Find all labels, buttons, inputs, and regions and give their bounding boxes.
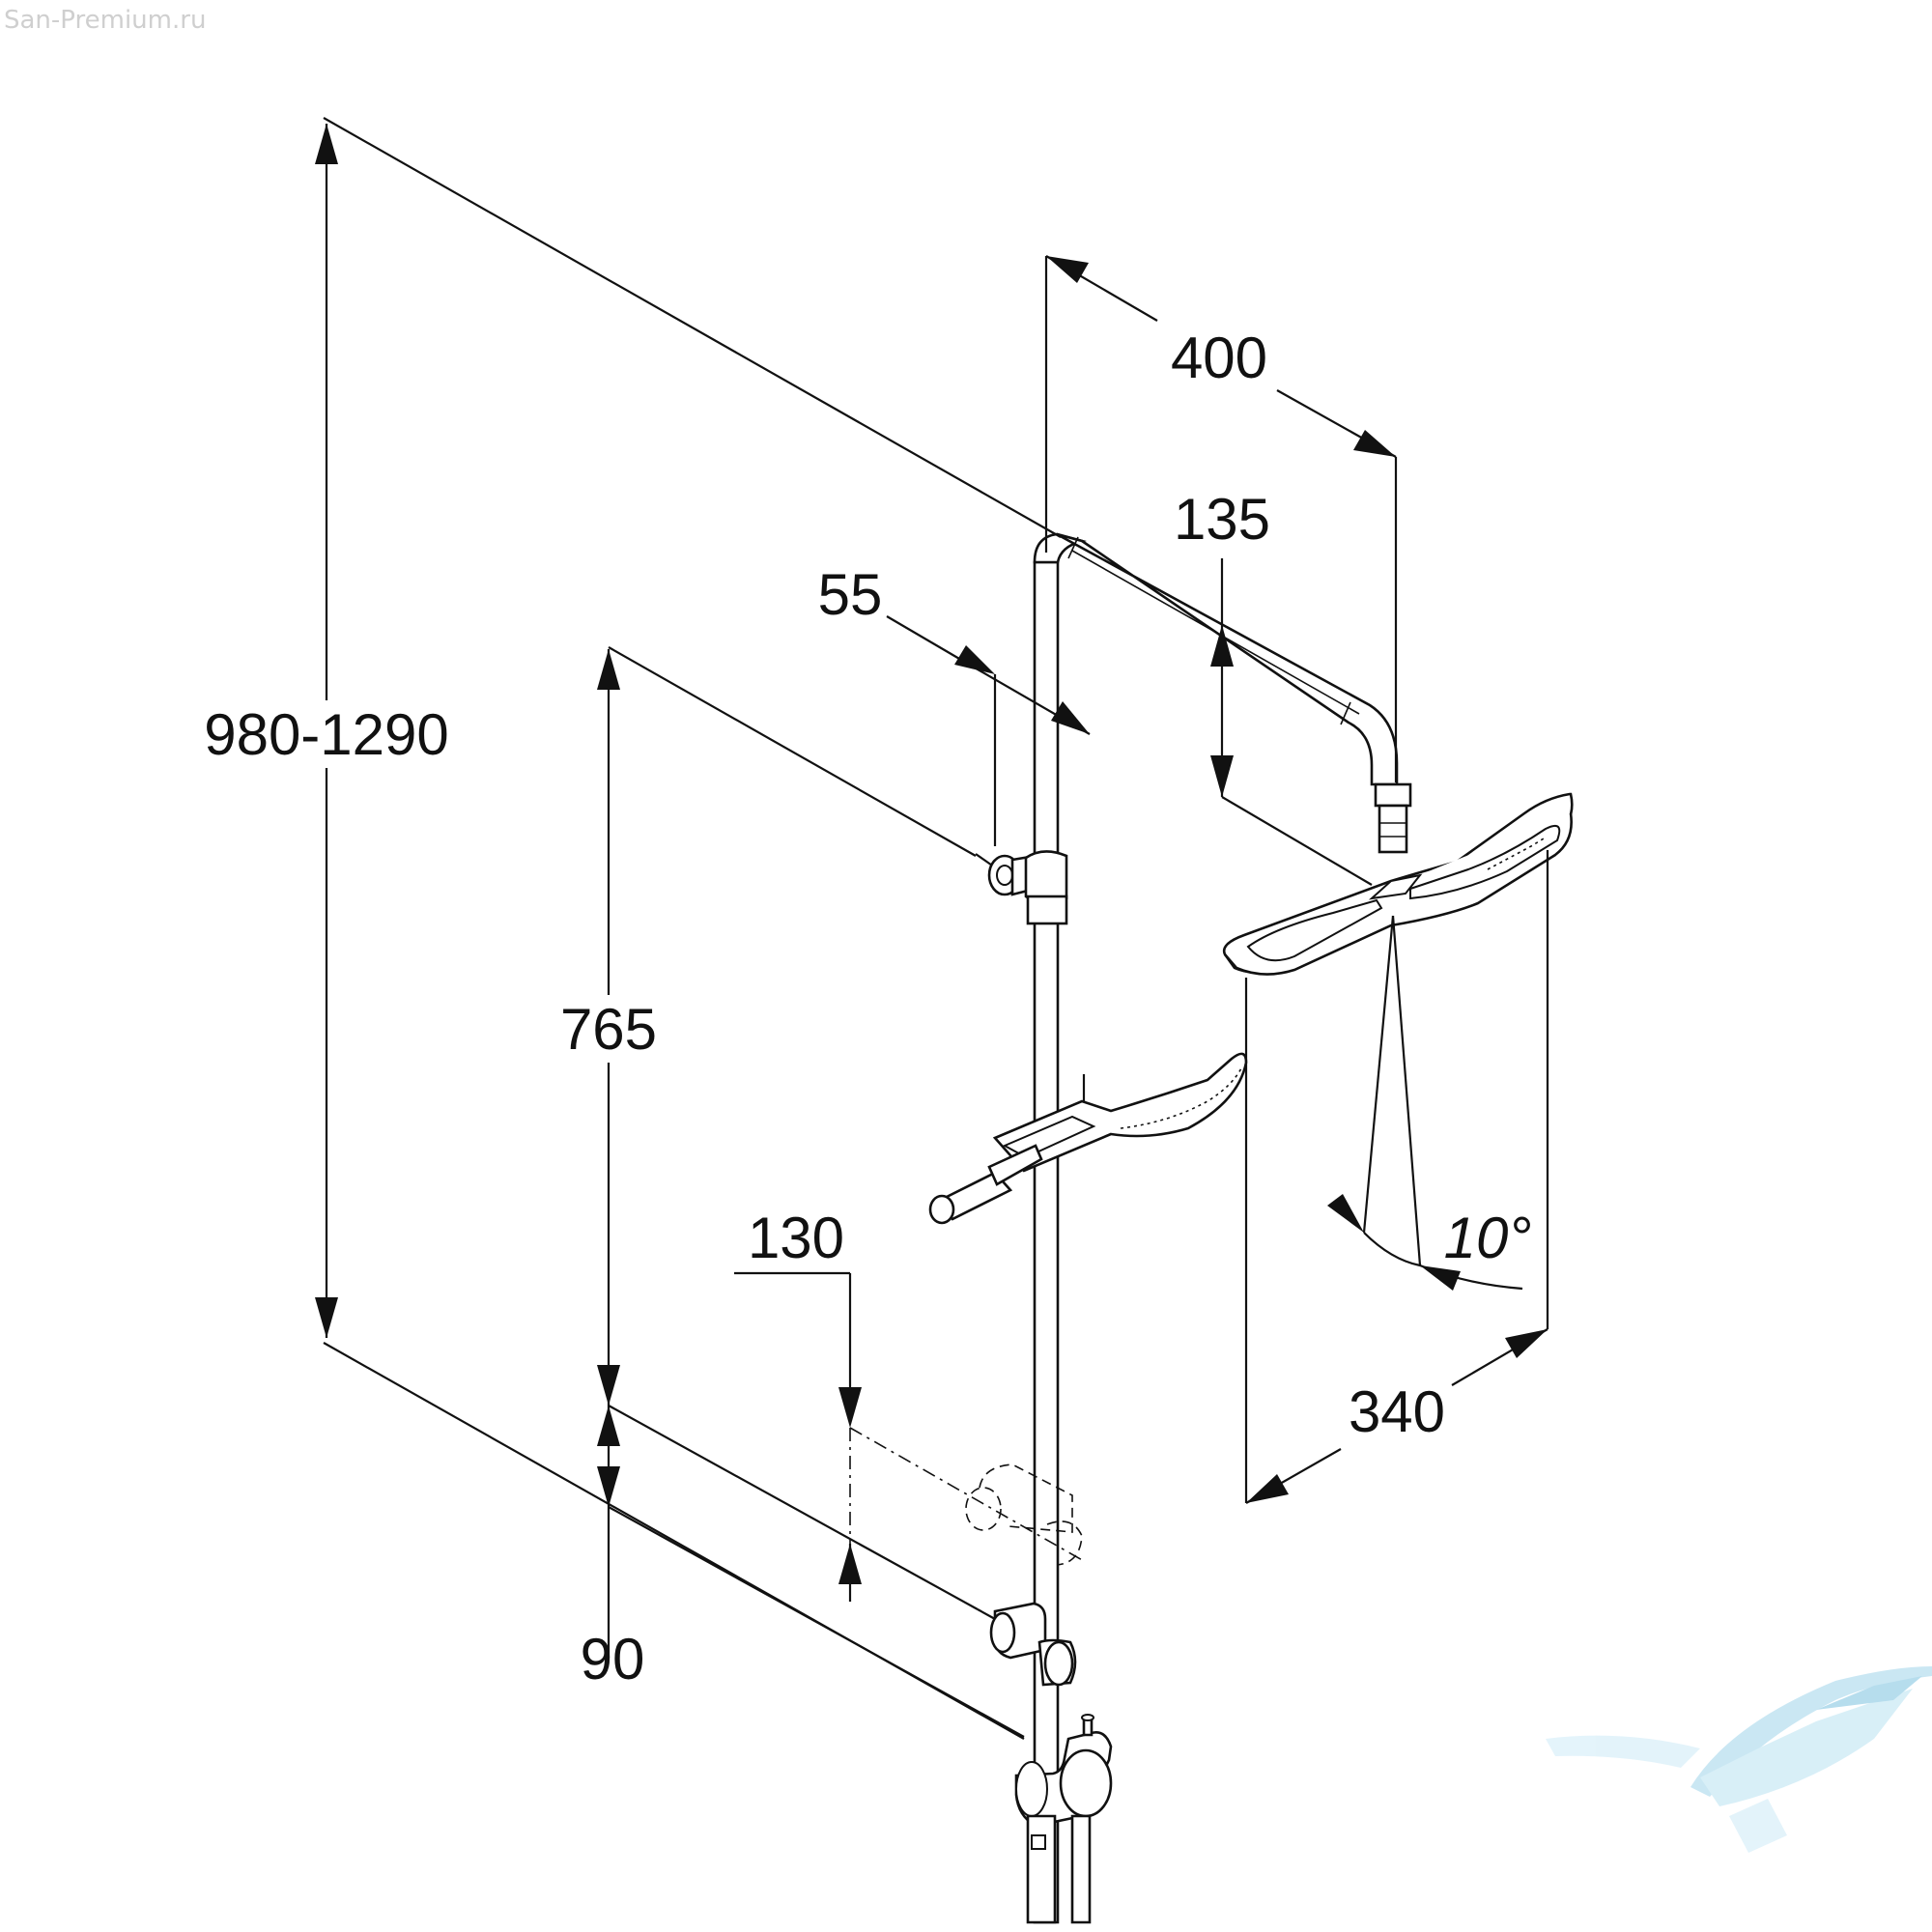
wall-bracket-lower (977, 1602, 1077, 1687)
label-head-width: 340 (1349, 1379, 1445, 1444)
label-tilt-angle: 10° (1444, 1206, 1532, 1270)
label-slider-range: 765 (560, 997, 657, 1062)
dim-head-width (1244, 850, 1549, 1504)
rain-shower-head (1222, 792, 1574, 976)
diverter-valve (1014, 1714, 1113, 1924)
label-outlet-offset: 130 (748, 1206, 844, 1270)
dim-arm-length (1044, 255, 1398, 782)
hand-shower (928, 1052, 1248, 1225)
wall-bracket-lower-ghost (965, 1463, 1083, 1566)
dim-total-height (315, 117, 1062, 1740)
label-bottom-gap: 90 (581, 1627, 645, 1691)
label-total-height: 980-1290 (204, 702, 449, 767)
dim-head-drop (1210, 558, 1373, 886)
watermark-text: San-Premium.ru (4, 6, 207, 35)
dim-tilt-angle (1327, 915, 1523, 1291)
dim-outlet-offset (734, 1271, 1085, 1602)
label-head-drop: 135 (1174, 487, 1270, 552)
bathtub-logo-icon (1546, 1666, 1932, 1853)
dim-slider-range (597, 646, 1025, 1738)
label-arm-length: 400 (1171, 326, 1267, 390)
wall-bracket-upper (975, 850, 1068, 925)
dim-holder-offset (886, 615, 1091, 846)
label-holder-offset: 55 (818, 562, 883, 627)
